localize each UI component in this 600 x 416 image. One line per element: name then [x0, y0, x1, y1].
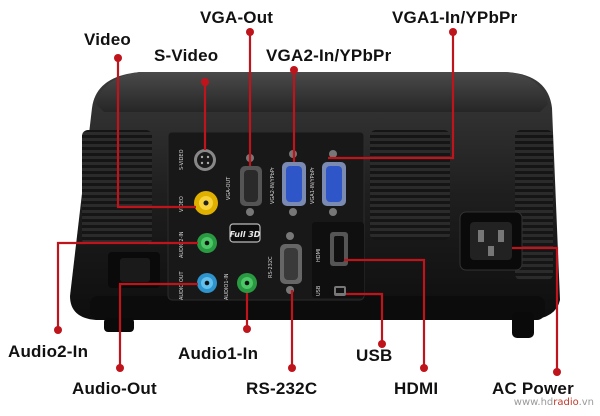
s-video-port [194, 149, 216, 171]
label-audio1-in: Audio1-In [178, 344, 259, 363]
usb-port [334, 286, 346, 296]
silk-vga2-in: VGA2-IN/YPbPr [270, 166, 276, 204]
leader-vga1-in [328, 32, 455, 160]
dot-video [114, 54, 122, 62]
video-port [194, 191, 218, 215]
label-vga1-in: VGA1-In/YPbPr [392, 8, 518, 27]
dot-vga-out [246, 28, 254, 36]
dot-s-video [201, 78, 209, 86]
label-video: Video [84, 30, 131, 49]
dot-ac-power [553, 368, 561, 376]
audio1-in-port [237, 273, 257, 293]
audio2-in-port [197, 233, 217, 253]
silk-video: VIDEO [179, 196, 185, 212]
silk-s-video: S-VIDEO [179, 149, 185, 170]
label-vga-out: VGA-Out [200, 8, 274, 27]
silk-vga-out: VGA-OUT [226, 176, 232, 200]
full-3d-badge: Full 3D [229, 223, 261, 243]
silk-usb: USB [316, 285, 322, 296]
dot-usb [378, 340, 386, 348]
leader-audio-out [118, 282, 198, 368]
leader-lines [56, 32, 559, 372]
dot-audio-out [116, 364, 124, 372]
dot-hdmi [420, 364, 428, 372]
dot-vga2-in [290, 66, 298, 74]
silk-rs232: RS-232C [268, 256, 274, 278]
label-s-video: S-Video [154, 46, 219, 65]
full-3d-text: Full 3D [230, 230, 261, 239]
dot-rs232c [288, 364, 296, 372]
watermark: www.hdradio.vn [514, 397, 594, 408]
leader-ac-power [512, 246, 559, 372]
audio-out-port [197, 273, 217, 293]
watermark-accent: radio [553, 397, 579, 408]
leader-usb [346, 292, 384, 344]
label-hdmi: HDMI [394, 379, 439, 398]
label-vga2-in: VGA2-In/YPbPr [266, 46, 392, 65]
connector-panel [167, 131, 365, 301]
dot-vga1-in [449, 28, 457, 36]
label-rs232c: RS-232C [246, 379, 318, 398]
leader-hdmi [344, 258, 426, 368]
label-usb: USB [356, 346, 393, 365]
vga-out-port [240, 154, 262, 216]
watermark-prefix: www.hd [513, 397, 554, 408]
ac-power-inlet [459, 211, 523, 271]
silk-vga1-in: VGA1-IN/YPbPr [310, 166, 316, 204]
panel-silkscreen: S-VIDEO VIDEO AUDIO2-IN AUDIO OUT AUDIO1… [179, 149, 322, 300]
dot-audio2-in [54, 326, 62, 334]
silk-audio1-in: AUDIO1-IN [224, 273, 230, 300]
silk-audio2-in: AUDIO2-IN [179, 231, 185, 258]
label-audio-out: Audio-Out [72, 379, 157, 398]
vga1-in-port [322, 150, 346, 216]
hdmi-port [330, 232, 348, 266]
vga2-in-port [282, 150, 306, 216]
leader-dots [54, 28, 561, 376]
silk-hdmi: HDMI [316, 249, 322, 262]
watermark-suffix: .vn [578, 397, 594, 408]
leader-video [116, 58, 196, 209]
dot-audio1-in [243, 325, 251, 333]
silk-audio-out: AUDIO OUT [179, 270, 185, 300]
label-ac-power: AC Power [492, 379, 574, 398]
label-audio2-in: Audio2-In [8, 342, 89, 361]
leader-audio2-in [56, 241, 198, 330]
